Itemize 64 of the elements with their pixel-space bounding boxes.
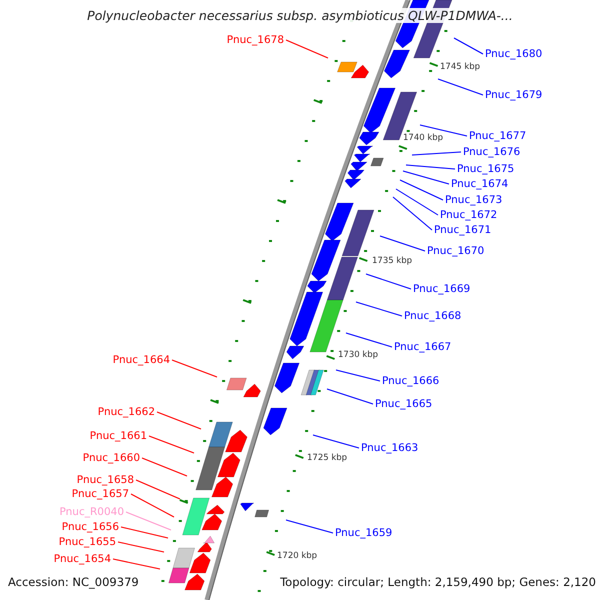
leader-line [392, 196, 432, 230]
leader-line [136, 480, 180, 500]
leader-line [286, 40, 328, 58]
leader-line [400, 180, 444, 200]
info-text: Topology: circular; Length: 2,159,490 bp; Genes: 2,120 [280, 575, 596, 589]
leader-line [130, 494, 174, 518]
gene-label: Pnuc_1668 [404, 310, 462, 322]
gene-label: Pnuc_1670 [427, 245, 484, 257]
leader-line [312, 434, 360, 448]
gene-label: Pnuc_1678 [226, 34, 284, 46]
gene-label: Pnuc_1667 [394, 341, 452, 353]
gene-label: Pnuc_1654 [54, 553, 111, 565]
gene-label: Pnuc_1666 [382, 375, 440, 387]
gene-label: Pnuc_1661 [90, 430, 147, 442]
scale-label: 1740 kbp [403, 133, 444, 143]
gene-label: Pnuc_1662 [98, 406, 155, 418]
leader-line [172, 360, 218, 378]
gene-label: Pnuc_1665 [375, 398, 432, 410]
leader-line [366, 274, 412, 290]
scale-label: 1745 kbp [440, 62, 480, 72]
leader-line [402, 170, 450, 184]
leader-line [156, 412, 202, 430]
gene-label: Pnuc_1672 [440, 209, 498, 221]
scale-label: 1725 kbp [307, 453, 348, 463]
leader-line [356, 302, 402, 316]
leader-line [142, 458, 188, 476]
leader-line [118, 542, 164, 552]
leader-line [148, 436, 194, 454]
leader-line [112, 558, 160, 570]
leader-line [396, 188, 438, 216]
gene-label: Pnuc_1676 [463, 146, 520, 158]
leader-line [126, 512, 172, 530]
info-text: Accession: NC_009379 [8, 575, 139, 589]
leader-line [420, 124, 468, 136]
gene-label: Pnuc_1669 [413, 283, 470, 295]
leader-line [406, 164, 456, 170]
leader-line [438, 78, 484, 96]
gene-label: Pnuc_1675 [457, 163, 514, 175]
gene-label: Pnuc_1659 [335, 527, 392, 539]
gene-label: Pnuc_1660 [82, 452, 140, 464]
gene-label: Pnuc_1677 [469, 130, 526, 142]
gene-label: Pnuc_1655 [58, 536, 116, 548]
gene-label: Pnuc_1679 [485, 89, 542, 101]
gene-label: Pnuc_1664 [112, 354, 170, 366]
leader-line [336, 370, 380, 382]
gene-label: Pnuc_1671 [434, 224, 492, 236]
gene-label: Pnuc_1673 [445, 194, 502, 206]
leader-line [286, 520, 334, 534]
leader-line [412, 152, 462, 156]
gene-label: Pnuc_1658 [76, 474, 134, 486]
gene-label: Pnuc_1674 [451, 178, 508, 190]
scale-label: 1730 kbp [338, 350, 378, 360]
leader-line [380, 236, 426, 252]
leader-line [454, 38, 484, 54]
gene-label: Pnuc_1656 [62, 521, 119, 533]
scale-label: 1735 kbp [372, 256, 412, 266]
gene-label: Pnuc_1663 [361, 442, 418, 454]
leader-line [346, 332, 392, 348]
gene-label: Pnuc_1680 [485, 48, 542, 60]
leader-line [326, 388, 374, 404]
gene-label: Pnuc_1657 [72, 488, 129, 500]
leader-line [120, 526, 168, 538]
scale-label: 1720 kbp [277, 551, 318, 561]
gene-label: Pnuc_R0040 [60, 506, 124, 518]
